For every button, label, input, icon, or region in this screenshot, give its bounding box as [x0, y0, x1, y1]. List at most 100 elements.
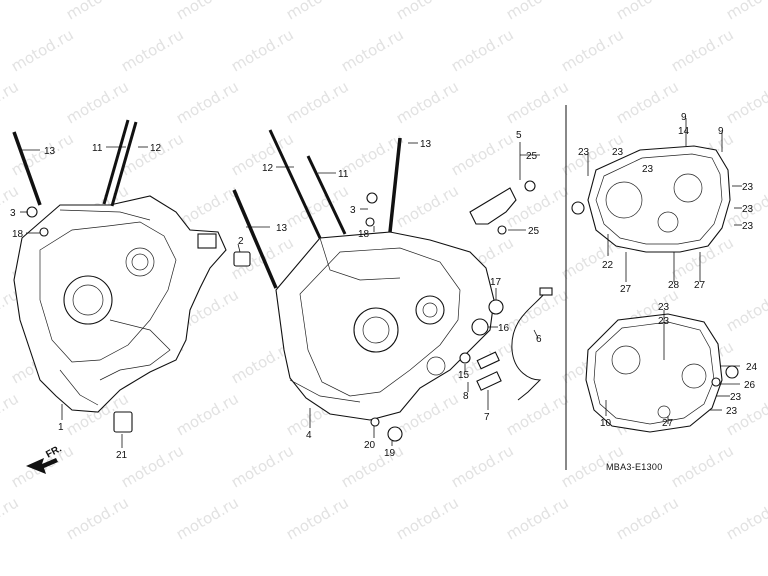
stud-13-left: [12, 131, 42, 206]
watermark-text: motod.ru: [118, 25, 187, 75]
watermark-text: motod.ru: [118, 129, 187, 179]
callout-23-f: 23: [742, 221, 754, 232]
right-crankcase-half: [275, 231, 495, 421]
oring-17: [488, 299, 504, 315]
collar-21: [113, 411, 133, 433]
callout-19: 19: [384, 448, 396, 459]
washer-18-left: [39, 227, 49, 237]
callout-23-b: 23: [612, 147, 624, 158]
callout-13-right-side: 13: [276, 223, 288, 234]
seal-16: [471, 318, 489, 336]
callout-25-top: 25: [526, 151, 538, 162]
callout-23-i: 23: [730, 392, 742, 403]
collar-2: [233, 251, 251, 267]
watermark-text: motod.ru: [723, 493, 768, 543]
dowel-22: [571, 201, 585, 215]
callout-6: 6: [536, 334, 542, 345]
washer-20: [370, 417, 380, 427]
washer-18-right: [365, 217, 375, 227]
breather-plate-5: [469, 187, 517, 225]
callout-28: 28: [668, 280, 680, 291]
bolt-3-right: [366, 192, 378, 204]
bolt-3-left: [26, 206, 38, 218]
callout-8: 8: [463, 391, 469, 402]
lower-cover-gasket: [585, 313, 739, 433]
stud-13-right-top: [388, 137, 402, 233]
bolt-25-bottom: [497, 225, 507, 235]
connector-6: [539, 287, 553, 296]
callout-11-left: 11: [92, 143, 103, 154]
callout-12-left: 12: [150, 143, 162, 154]
watermark-text: motod.ru: [0, 181, 22, 231]
stud-bolts: [12, 119, 402, 289]
callout-16: 16: [498, 323, 510, 334]
wire-harness-6: [511, 291, 547, 401]
callout-27-c: 27: [662, 418, 674, 429]
watermark-text: motod.ru: [173, 389, 242, 439]
watermark-text: motod.ru: [503, 77, 572, 127]
callout-23-a: 23: [578, 147, 590, 158]
watermark-text: motod.ru: [0, 389, 22, 439]
stud-13-right-side: [232, 189, 278, 289]
callout-21: 21: [116, 450, 128, 461]
watermark-text: motod.ru: [283, 77, 352, 127]
watermark-text: motod.ru: [668, 441, 737, 491]
callout-15: 15: [458, 370, 470, 381]
watermark-text: motod.ru: [393, 181, 462, 231]
watermark-text: motod.ru: [503, 493, 572, 543]
watermark-text: motod.ru: [0, 493, 22, 543]
plug-19: [387, 426, 403, 442]
callout-9-right: 9: [718, 126, 724, 137]
bolt-24: [725, 365, 739, 379]
callout-24: 24: [746, 362, 758, 373]
upper-cover-gasket: [571, 145, 731, 253]
watermark-text: motod.ru: [723, 285, 768, 335]
callout-1: 1: [58, 422, 64, 433]
callout-12-right: 12: [262, 163, 274, 174]
callout-22: 22: [602, 260, 614, 271]
watermark-text: motod.ru: [393, 493, 462, 543]
callout-3-right: 3: [350, 205, 356, 216]
watermark-text: motod.ru: [393, 77, 462, 127]
watermark-text: motod.ru: [63, 77, 132, 127]
callout-13-left: 13: [44, 146, 56, 157]
callout-27-b: 27: [694, 280, 706, 291]
left-crankcase-half: [13, 195, 227, 413]
stud-12-left: [110, 121, 138, 207]
watermark-text: motod.ru: [0, 77, 22, 127]
callout-13-right-top: 13: [420, 139, 432, 150]
callout-23-c: 23: [642, 164, 654, 175]
callout-10: 10: [600, 418, 612, 429]
watermark-text: motod.ru: [448, 25, 517, 75]
watermark-text: motod.ru: [558, 25, 627, 75]
callout-23-j: 23: [726, 406, 738, 417]
callout-labels: 13 11 12 3 18 2 1 21 FR. 12 11 13 13 3 1…: [10, 112, 758, 474]
washer-26: [711, 377, 721, 387]
watermark-text: motod.ru: [723, 77, 768, 127]
watermark-text: motod.ru: [723, 0, 768, 23]
stud-12-right: [268, 129, 322, 239]
watermark-text: motod.ru: [613, 0, 682, 23]
watermark-text: motod.ru: [503, 181, 572, 231]
bolt-25-top: [524, 180, 536, 192]
callout-26: 26: [744, 380, 756, 391]
front-arrow-icon: [26, 458, 58, 474]
watermark-text: motod.ru: [448, 129, 517, 179]
callout-17: 17: [490, 277, 502, 288]
callout-18-right: 18: [358, 229, 370, 240]
watermark-text: motod.ru: [668, 25, 737, 75]
callout-2: 2: [238, 236, 244, 247]
watermark-text: motod.ru: [448, 441, 517, 491]
callout-23-d: 23: [742, 182, 754, 193]
watermark-text: motod.ru: [393, 0, 462, 23]
callout-11-right: 11: [338, 169, 349, 180]
watermark-text: motod.ru: [8, 129, 77, 179]
callout-20: 20: [364, 440, 376, 451]
callout-7: 7: [484, 412, 490, 423]
watermark-text: motod.ru: [503, 389, 572, 439]
callout-23-e: 23: [742, 204, 754, 215]
watermark-text: motod.ru: [173, 0, 242, 23]
watermark-text: motod.ru: [283, 0, 352, 23]
watermark-text: motod.ru: [503, 285, 572, 335]
